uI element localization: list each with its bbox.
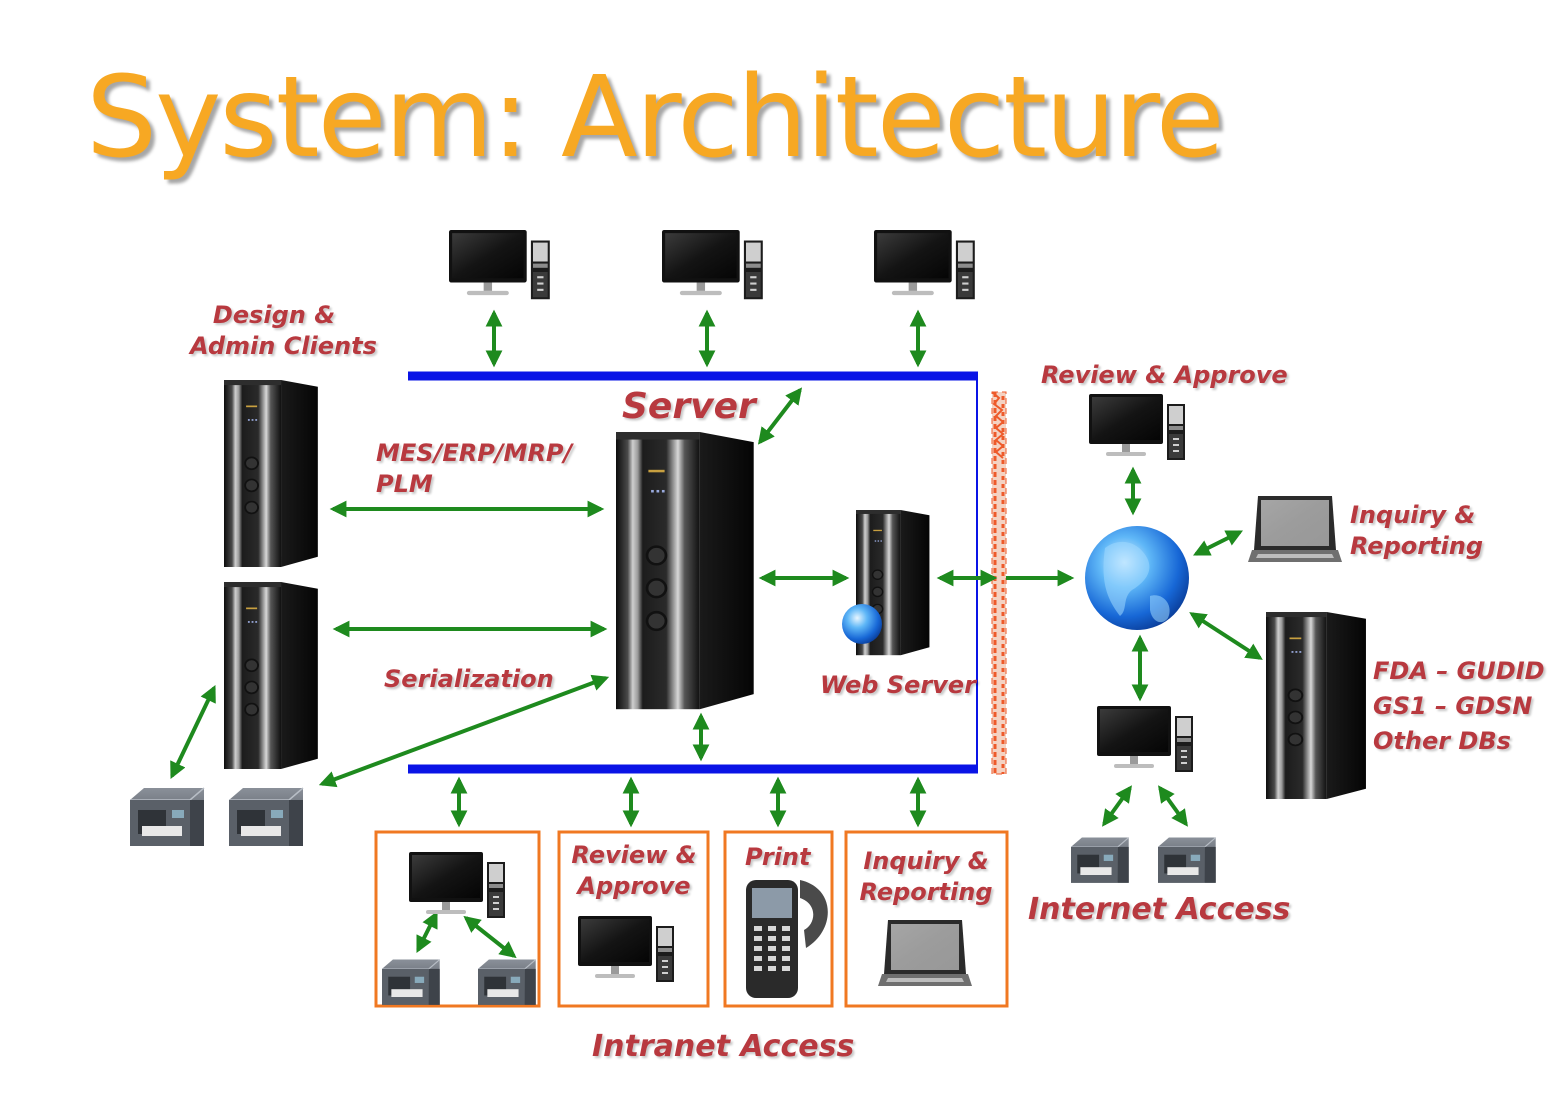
- admin-client-tower-icon: [223, 581, 319, 770]
- label-line: Inquiry &: [1350, 501, 1476, 529]
- arrow-globe-dbs: [1189, 612, 1263, 660]
- label-line: Reporting: [1350, 531, 1484, 560]
- web-server-icon: [842, 509, 931, 656]
- arrow-ws-printer-right: [1158, 785, 1188, 827]
- workstation-icon: [662, 230, 763, 300]
- intranet-box-review-approve: [557, 830, 710, 1008]
- label-line: Approve: [577, 871, 691, 900]
- label-printer-icon: [129, 787, 205, 847]
- label-internet-access: Internet Access: [1028, 892, 1291, 927]
- label-review-approve-internet: Review & Approve: [1041, 361, 1288, 389]
- firewall-icon: [991, 391, 1007, 775]
- label-serialization: Serialization: [384, 665, 554, 693]
- intranet-box-inquiry-reporting: [844, 830, 1009, 1008]
- label-printer-icon: [1070, 836, 1130, 884]
- label-line: Reporting: [859, 877, 993, 906]
- label-design-admin: Design & Admin Clients: [190, 300, 377, 361]
- label-printer-icon: [477, 958, 537, 1006]
- label-line: Inquiry &: [863, 847, 989, 875]
- laptop-icon: [1248, 496, 1342, 562]
- workstation-icon: [578, 916, 674, 982]
- intranet-box-workstation-printers: [374, 830, 541, 1008]
- label-line: PLM: [376, 469, 433, 498]
- label-line: Design &: [212, 301, 336, 329]
- label-server: Server: [622, 386, 756, 427]
- label-intranet-access: Intranet Access: [592, 1029, 855, 1064]
- label-box-inquiry-reporting: Inquiry & Reporting: [846, 846, 1006, 907]
- label-printer-icon: [1157, 836, 1217, 884]
- arrow-box1-printer-left: [416, 910, 438, 954]
- label-box-print: Print: [745, 843, 811, 871]
- label-box-review-approve: Review & Approve: [560, 840, 708, 901]
- arrow-server-topbus: [757, 387, 803, 445]
- workstation-icon: [409, 852, 505, 918]
- label-line: Admin Clients: [190, 331, 377, 360]
- label-inquiry-reporting-internet: Inquiry & Reporting: [1350, 500, 1484, 561]
- arrow-box1-printer-right: [463, 915, 517, 959]
- label-web-server: Web Server: [820, 671, 976, 699]
- label-external-dbs: FDA – GUDID GS1 – GDSN Other DBs: [1373, 654, 1545, 758]
- label-line: Review &: [571, 841, 697, 869]
- arrow-client2-printer: [170, 684, 216, 780]
- label-line: FDA – GUDID: [1373, 657, 1545, 685]
- label-printer-icon: [381, 958, 441, 1006]
- label-line: MES/ERP/MRP/: [376, 439, 573, 467]
- label-printer-icon: [228, 787, 304, 847]
- slide-title: System: Architecture: [86, 53, 1225, 183]
- design-client-tower-icon: [223, 379, 319, 568]
- main-server-tower-icon: [614, 430, 756, 711]
- external-db-tower-icon: [1265, 611, 1367, 800]
- intranet-box-print: [723, 830, 834, 1008]
- label-line: Other DBs: [1373, 726, 1511, 755]
- workstation-icon: [1097, 706, 1193, 772]
- label-line: GS1 – GDSN: [1373, 691, 1533, 720]
- workstation-icon: [874, 230, 975, 300]
- handheld-scanner-icon: [746, 880, 828, 998]
- arrow-ws-printer-left: [1102, 785, 1132, 827]
- workstation-icon: [449, 230, 550, 300]
- workstation-icon: [1089, 394, 1185, 460]
- arrow-globe-laptop: [1192, 530, 1244, 556]
- arrow-printer-serialization: [318, 674, 610, 788]
- laptop-icon: [878, 920, 972, 986]
- label-mes-erp-mrp-plm: MES/ERP/MRP/ PLM: [376, 438, 572, 499]
